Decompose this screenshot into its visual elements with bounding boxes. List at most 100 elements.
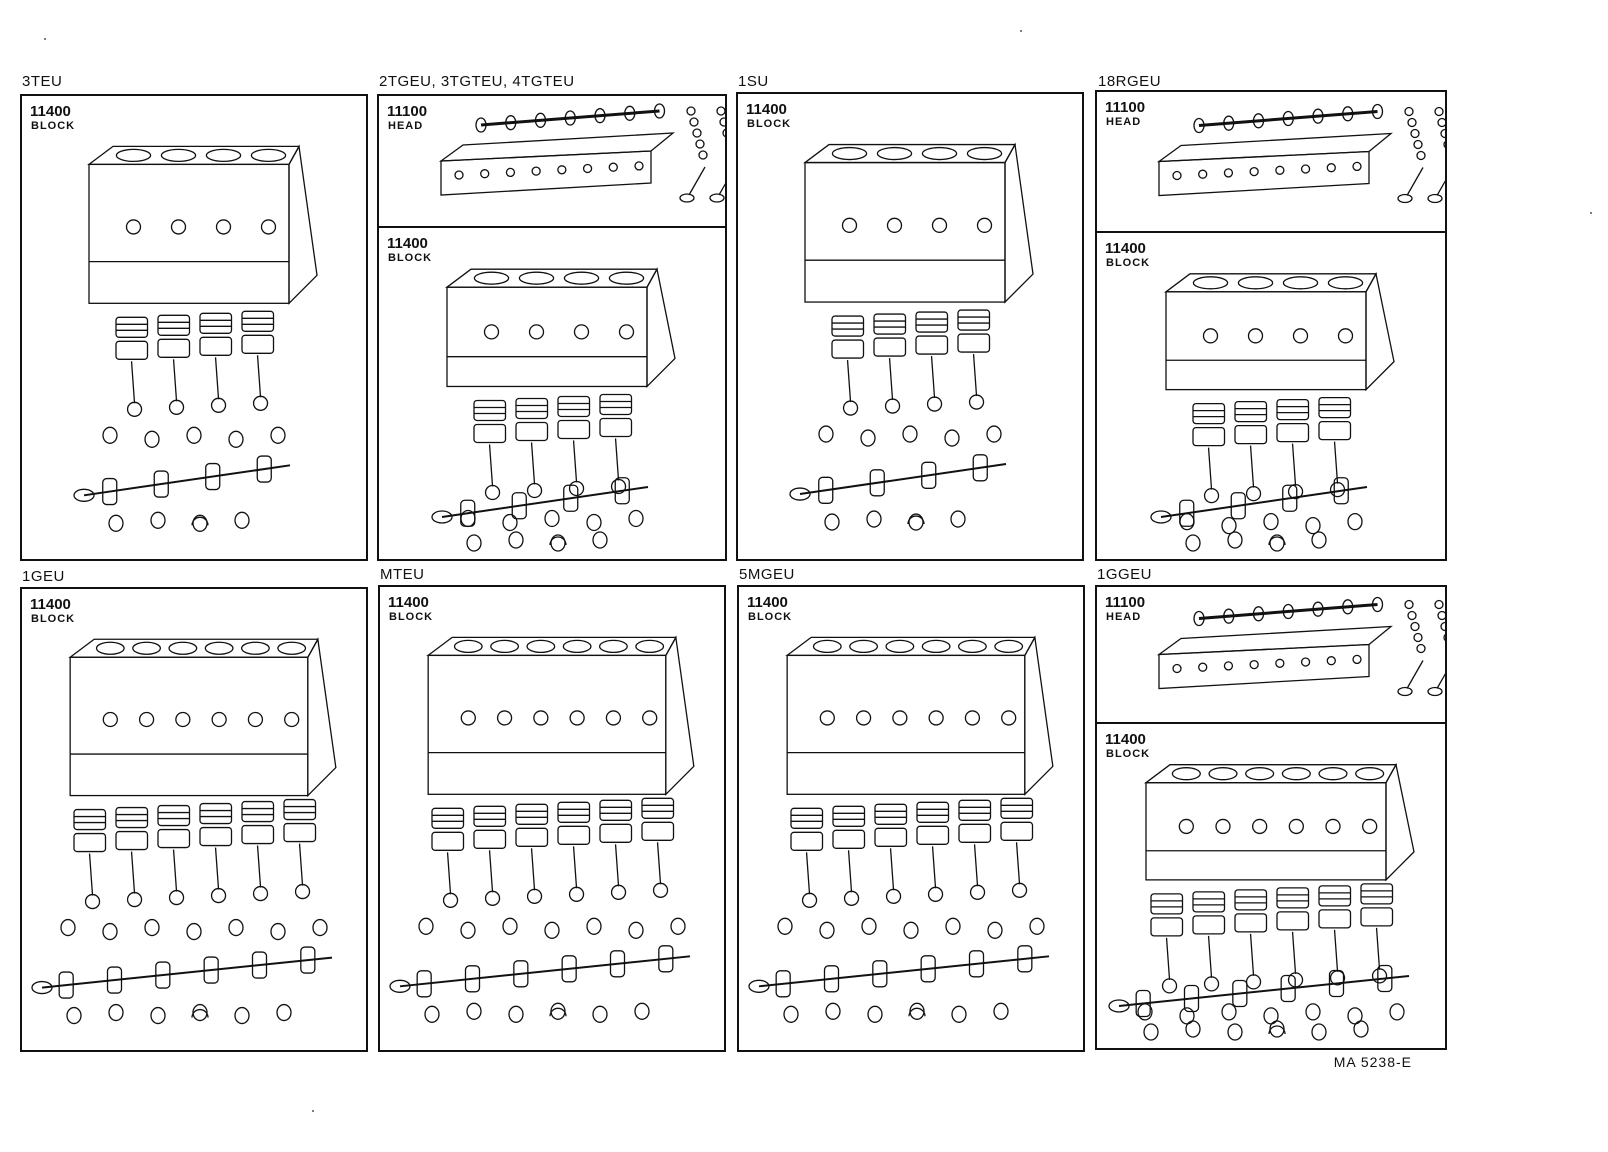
head-port (454, 170, 464, 180)
connecting-rod-beam (488, 444, 494, 487)
main-bearing (586, 917, 602, 935)
head-port (1198, 169, 1208, 179)
main-bearing (586, 513, 602, 532)
valve-spring-part (695, 139, 705, 149)
main-bearing (418, 917, 434, 935)
bearing-shell (508, 1005, 524, 1023)
crank-throw (563, 484, 579, 512)
block-boss (931, 217, 948, 233)
cylinder-bore (1171, 767, 1201, 781)
cylinder-block-body (786, 654, 1026, 795)
block-boss (533, 710, 549, 726)
cylinder-bore (1282, 276, 1319, 290)
block-boss (569, 710, 585, 726)
valve-stem (688, 166, 706, 196)
main-bearing (1305, 516, 1321, 535)
block-boss (1292, 328, 1309, 344)
main-bearing (502, 513, 518, 532)
block-boss (247, 711, 264, 728)
cam-lobe (1371, 103, 1384, 120)
block-side-skirt (646, 267, 676, 389)
block-boss (460, 710, 476, 726)
piston-ring-set (1150, 893, 1184, 915)
valve-head (709, 193, 725, 203)
part-name: BLOCK (1106, 257, 1151, 269)
connecting-rod-beam (530, 848, 536, 891)
piston-ring-set (1234, 400, 1268, 423)
engine-label-1geu: 1GEU (22, 568, 65, 585)
main-bearing (460, 921, 476, 939)
valve-spring-part (1440, 621, 1445, 632)
valve-head (1397, 193, 1413, 204)
valve-spring-part (1416, 643, 1426, 654)
bearing-shell (108, 1003, 124, 1022)
bearing-shell (424, 1005, 440, 1023)
part-number: 11400 (388, 594, 429, 611)
main-bearing (270, 426, 286, 444)
bearing-shell (234, 511, 250, 529)
bearing-shell (950, 510, 966, 528)
head-port (1172, 170, 1182, 181)
block-boss (964, 710, 981, 726)
cylinder-bore (490, 639, 520, 654)
piston-ring-set (199, 802, 233, 825)
crank-throw (1280, 974, 1296, 1003)
main-bearing (1305, 1003, 1321, 1021)
part-number: 11400 (30, 596, 71, 613)
block-side-skirt (1365, 271, 1395, 392)
thrust-washer (1268, 1025, 1286, 1035)
cylinder-bore (957, 639, 987, 654)
connecting-rod-beam (1333, 441, 1339, 484)
valve-spring-part (1443, 140, 1445, 149)
cylinder-bore (921, 639, 951, 654)
piston-ring-set (115, 806, 149, 829)
connecting-rod-big-end (168, 889, 185, 906)
block-boss (841, 217, 858, 233)
head-port (1352, 654, 1362, 665)
main-bearing (1389, 1003, 1405, 1021)
valve-spring-part (1410, 128, 1420, 139)
crankshaft-nose (748, 979, 770, 993)
valve-spring-part (686, 106, 696, 116)
bearing-shell (276, 1003, 292, 1022)
piston (1000, 821, 1034, 841)
cylinder-bore (204, 641, 234, 655)
section-block: 11400 BLOCK (22, 589, 366, 1050)
head-port (531, 166, 541, 176)
cylinder-bore (1281, 767, 1311, 781)
part-number: 11400 (747, 594, 788, 611)
valve-stem (1406, 167, 1424, 196)
connecting-rod-beam (1207, 935, 1213, 978)
head-port (1198, 662, 1208, 672)
block-boss (125, 219, 142, 235)
block-boss (855, 710, 872, 726)
connecting-rod-big-end (1245, 485, 1262, 502)
cam-lobe (1371, 596, 1384, 613)
scan-speck (44, 38, 46, 40)
crank-throw (153, 470, 169, 498)
crank-throw (614, 477, 630, 505)
part-number: 11400 (30, 103, 71, 120)
connecting-rod-big-end (84, 893, 101, 910)
piston (916, 825, 950, 845)
piston-ring-set (831, 315, 865, 337)
crank-throw (921, 461, 937, 489)
piston-ring-set (473, 805, 507, 827)
crank-throw (106, 966, 123, 994)
bearing-shell (1227, 1023, 1243, 1041)
cylinder-bore (812, 639, 842, 654)
block-boss (1202, 328, 1219, 344)
connecting-rod-big-end (252, 885, 269, 902)
bearing-shell (192, 1003, 208, 1022)
cylinder-bore (1318, 767, 1348, 781)
cam-lobe (1193, 117, 1205, 134)
piston-ring-set (1000, 797, 1034, 819)
connecting-rod-beam (1291, 931, 1297, 974)
cam-lobe (1223, 608, 1235, 624)
connecting-rod-big-end (843, 890, 860, 906)
head-port (1300, 164, 1311, 174)
block-assembly-illustration (389, 635, 695, 1023)
main-bearing (945, 917, 961, 935)
thrust-washer (907, 515, 925, 525)
bearing-shell (634, 1002, 650, 1020)
